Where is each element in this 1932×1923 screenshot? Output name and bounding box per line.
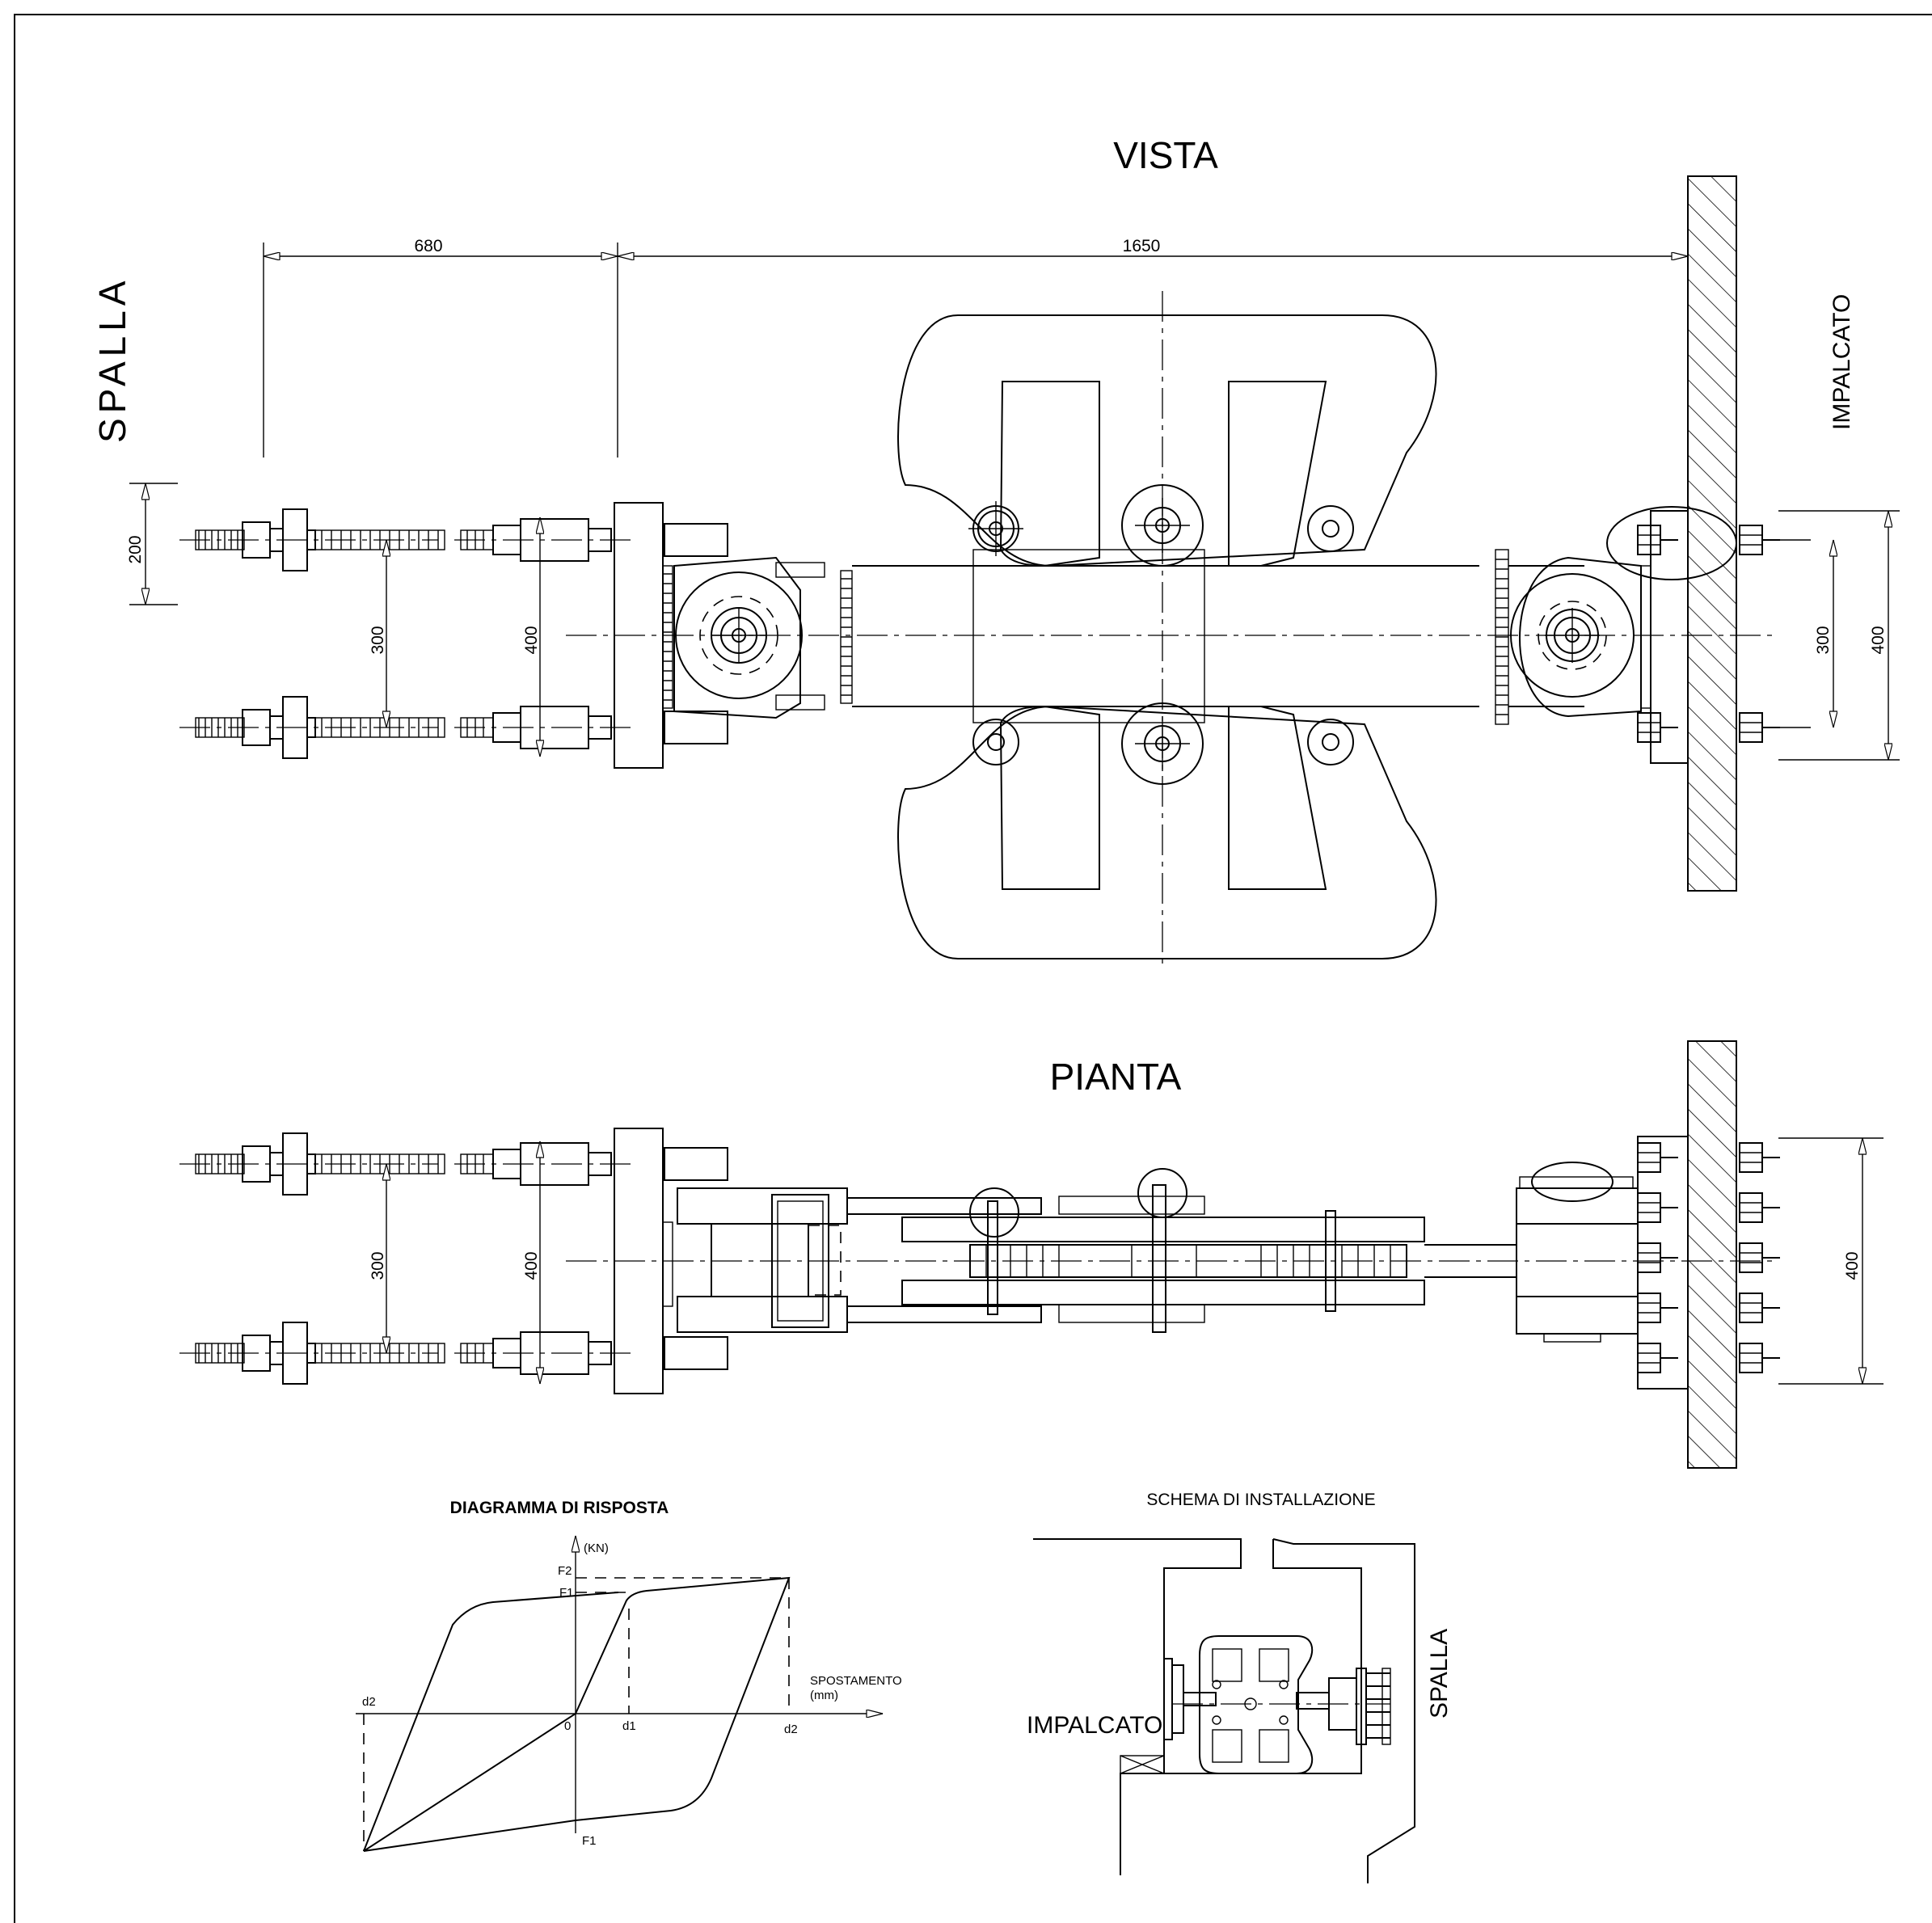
installation-scheme-title: SCHEMA DI INSTALLAZIONE [1146,1491,1375,1509]
damper-frame-top [897,314,1437,567]
vista-title: VISTA [1113,134,1218,176]
sheet-frame [14,14,1932,1923]
dim-680: 680 [414,237,442,255]
pianta-title: PIANTA [1050,1056,1182,1098]
label-d2-right: d2 [784,1723,798,1736]
installation-scheme: SCHEMA DI INSTALLAZIONE IMPALCATO SPALLA [1027,1491,1453,1883]
dim-300-vista-left: 300 [369,626,387,654]
dim-300-vista-right: 300 [1814,626,1833,654]
hysteresis-loop [363,1576,791,1852]
pianta-view: PIANTA 300 400 [179,1040,1883,1469]
impalcato-label: IMPALCATO [1829,294,1855,430]
response-diagram-title: DIAGRAMMA DI RISPOSTA [450,1499,669,1517]
dim-1650: 1650 [1123,237,1161,255]
dim-400-pianta-right: 400 [1843,1251,1862,1280]
impalcato-wall-pianta [1687,1040,1737,1469]
scheme-spalla: SPALLA [1426,1629,1453,1718]
label-f2: F2 [558,1564,572,1578]
label-d1: d1 [622,1719,636,1733]
impalcato-wall-vista [1687,175,1737,892]
label-f1-bottom: F1 [582,1834,597,1848]
label-origin: 0 [564,1719,571,1733]
dim-400-vista-right: 400 [1869,626,1888,654]
label-mm: (mm) [810,1689,838,1702]
spalla-label: SPALLA [91,276,133,443]
dim-300-pianta: 300 [369,1251,387,1280]
label-spostamento: SPOSTAMENTO [810,1674,902,1688]
mini-damper [1199,1635,1314,1774]
dim-200: 200 [126,535,145,563]
label-d2-left: d2 [362,1695,376,1709]
vista-view: VISTA SPALLA IMPALCATO 680 1650 200 300 … [91,134,1900,970]
scheme-impalcato: IMPALCATO [1027,1712,1162,1739]
dim-400-pianta-left: 400 [522,1251,541,1280]
label-kn: (KN) [584,1541,609,1555]
label-f1-top: F1 [559,1586,574,1600]
dim-400-vista-left: 400 [522,626,541,654]
damper-frame-bottom [897,705,1437,959]
response-diagram: DIAGRAMMA DI RISPOSTA (KN) F2 F1 F1 SPOS… [356,1499,902,1852]
